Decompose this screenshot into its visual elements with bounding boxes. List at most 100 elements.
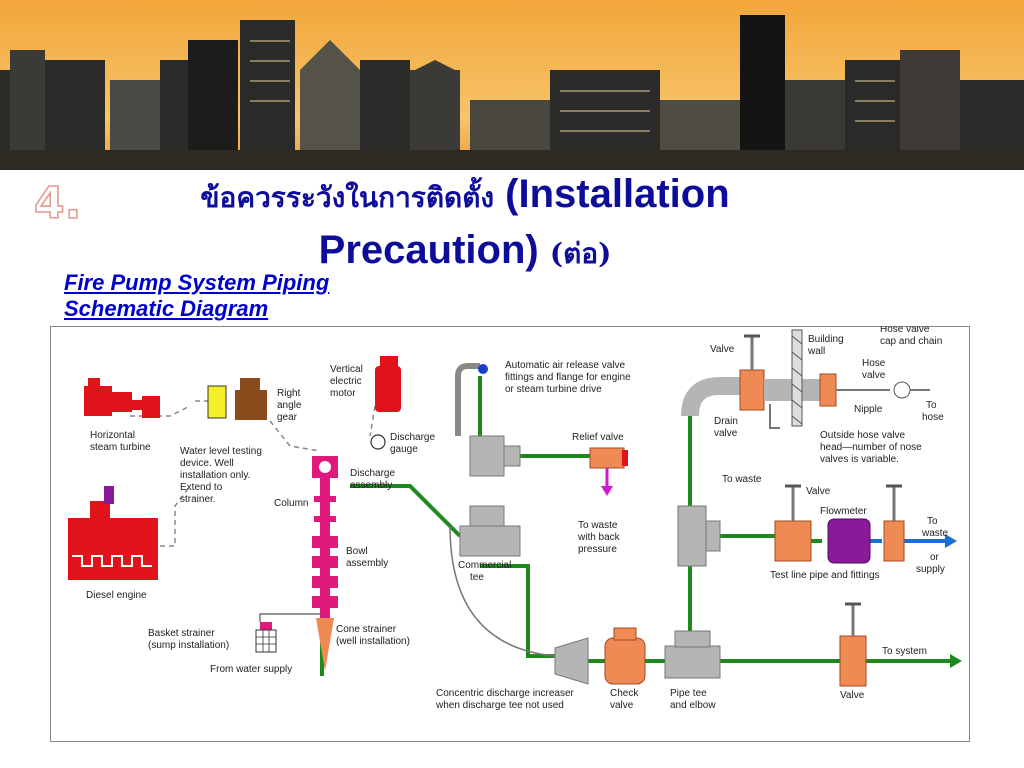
label-valve-top: Valve (710, 344, 735, 355)
concentric-increaser: Concentric discharge increaser when disc… (435, 637, 589, 711)
discharge-gauge: Discharge gauge (370, 432, 435, 455)
label-outside-1: Outside hose valve (820, 430, 905, 441)
label-drain-1: Drain (714, 416, 738, 427)
label-outside-3: valves is variable. (820, 454, 899, 465)
label-air-3: or steam turbine drive (505, 384, 602, 395)
label-concentric-2: when discharge tee not used (435, 700, 564, 711)
supply-arrow (945, 534, 957, 548)
to-system-arrow (950, 654, 962, 668)
building-wall: Building wall (791, 329, 844, 427)
label-gauge-2: gauge (390, 444, 418, 455)
city-skyline-banner (0, 0, 1024, 170)
label-gauge-1: Discharge (390, 432, 435, 443)
label-air-1: Automatic air release valve (505, 360, 625, 371)
label-to-hose-1: To (926, 400, 937, 411)
label-pipetee-1: Pipe tee (670, 688, 707, 699)
diagram-subtitle: Fire Pump System Piping Schematic Diagra… (64, 270, 464, 322)
label-pipetee-2: and elbow (670, 700, 716, 711)
outside-hose-label: Outside hose valve head—number of nose v… (820, 430, 922, 465)
hose-valve: Hose valve cap and chain Hose valve Nipp… (819, 326, 944, 423)
label-basket-2: (sump installation) (148, 640, 229, 651)
label-air-2: fittings and flange for engine (505, 372, 631, 383)
system-valve: Valve To system (839, 602, 927, 701)
label-to-hose-2: hose (922, 412, 944, 423)
label-supply-2: waste (921, 528, 949, 539)
label-drain-waste: To waste (722, 474, 762, 485)
fire-pump-schematic: Horizontal steam turbine Diesel engine R… (50, 326, 970, 742)
title-suffix: (ต่อ) (549, 237, 612, 270)
label-gear-1: Right (277, 388, 301, 399)
top-elbow (681, 377, 740, 417)
label-discharge-2: assembly (350, 480, 392, 491)
basket-strainer: Basket strainer (sump installation) From… (148, 613, 322, 675)
label-water-3: installation only. (180, 470, 250, 481)
label-discharge-1: Discharge (350, 468, 395, 479)
label-hose-2: valve (862, 370, 886, 381)
label-water-5: strainer. (180, 494, 216, 505)
label-tee-2: tee (470, 572, 484, 583)
horizontal-steam-turbine: Horizontal steam turbine (84, 378, 160, 453)
page-title: ข้อควรระวังในการติดตั้ง (Installation Pr… (120, 168, 810, 280)
label-bowl-2: assembly (346, 558, 388, 569)
label-wall-1: Building (808, 334, 844, 345)
label-water-1: Water level testing (180, 446, 262, 457)
label-motor-1: Vertical (330, 364, 363, 375)
label-basket-1: Basket strainer (148, 628, 215, 639)
subtitle-line-1: Fire Pump System Piping (64, 270, 330, 295)
label-drain-2: valve (714, 428, 738, 439)
subtitle-line-2: Schematic Diagram (64, 296, 269, 321)
label-water-2: device. Well (180, 458, 234, 469)
vertical-pump: Discharge assembly Column Bowl assembly … (274, 456, 410, 671)
label-supply-1: To (927, 516, 938, 527)
label-supply-3: or (930, 552, 940, 563)
riser-tee (677, 505, 721, 567)
label-gear-2: angle (277, 400, 302, 411)
label-wall-2: wall (807, 346, 825, 357)
label-flowmeter: Flowmeter (820, 506, 867, 517)
label-waste-1: To waste (578, 520, 618, 531)
label-gear-3: gear (277, 412, 298, 423)
slide-number: 4. (33, 177, 82, 230)
gear-to-pump (269, 420, 321, 452)
label-check-2: valve (610, 700, 634, 711)
label-valve-test: Valve (806, 486, 831, 497)
pipe-tee-elbow: Pipe tee and elbow (664, 630, 721, 711)
label-cone-2: (well installation) (336, 636, 410, 647)
title-english: (Installation Precaution) (318, 172, 730, 272)
label-bowl-1: Bowl (346, 546, 368, 557)
label-nipple: Nipple (854, 404, 883, 415)
air-release-valve: Automatic air release valve fittings and… (455, 360, 631, 436)
check-valve: Check valve (604, 627, 646, 711)
label-relief: Relief valve (572, 432, 624, 443)
commercial-tee: Commercial tee (458, 435, 521, 583)
label-supply-4: supply (916, 564, 945, 575)
label-to-system: To system (882, 646, 927, 657)
label-motor-3: motor (330, 388, 356, 399)
label-water-supply: From water supply (210, 664, 292, 675)
vertical-electric-motor: Vertical electric motor (330, 356, 401, 412)
label-valve-bottom: Valve (840, 690, 865, 701)
label-waste-3: pressure (578, 544, 617, 555)
label-concentric-1: Concentric discharge increaser (436, 688, 575, 699)
tee-pipe (480, 564, 555, 658)
label-hosecap-2: cap and chain (880, 336, 942, 347)
label-check-1: Check (610, 688, 639, 699)
label-motor-2: electric (330, 376, 362, 387)
label-column: Column (274, 498, 308, 509)
label-hose-1: Hose (862, 358, 886, 369)
label-water-4: Extend to (180, 482, 223, 493)
right-angle-gear: Right angle gear (207, 378, 302, 423)
engine-link (160, 485, 191, 547)
test-line: Valve Flowmeter Test line pipe and fitti… (770, 484, 949, 581)
label-turbine-2: steam turbine (90, 442, 151, 453)
top-valve: Valve (710, 334, 765, 411)
bypass-line (449, 525, 556, 657)
water-level-label: Water level testing device. Well install… (180, 446, 262, 505)
title-thai: ข้อควรระวังในการติดตั้ง (200, 181, 495, 214)
skyline-image (0, 0, 1024, 170)
relief-valve: Relief valve To waste with back pressure (572, 432, 628, 555)
label-hosecap-1: Hose valve (880, 326, 930, 335)
label-tee-1: Commercial (458, 560, 511, 571)
discharge-pipe (350, 484, 462, 538)
label-outside-2: head—number of nose (820, 442, 922, 453)
